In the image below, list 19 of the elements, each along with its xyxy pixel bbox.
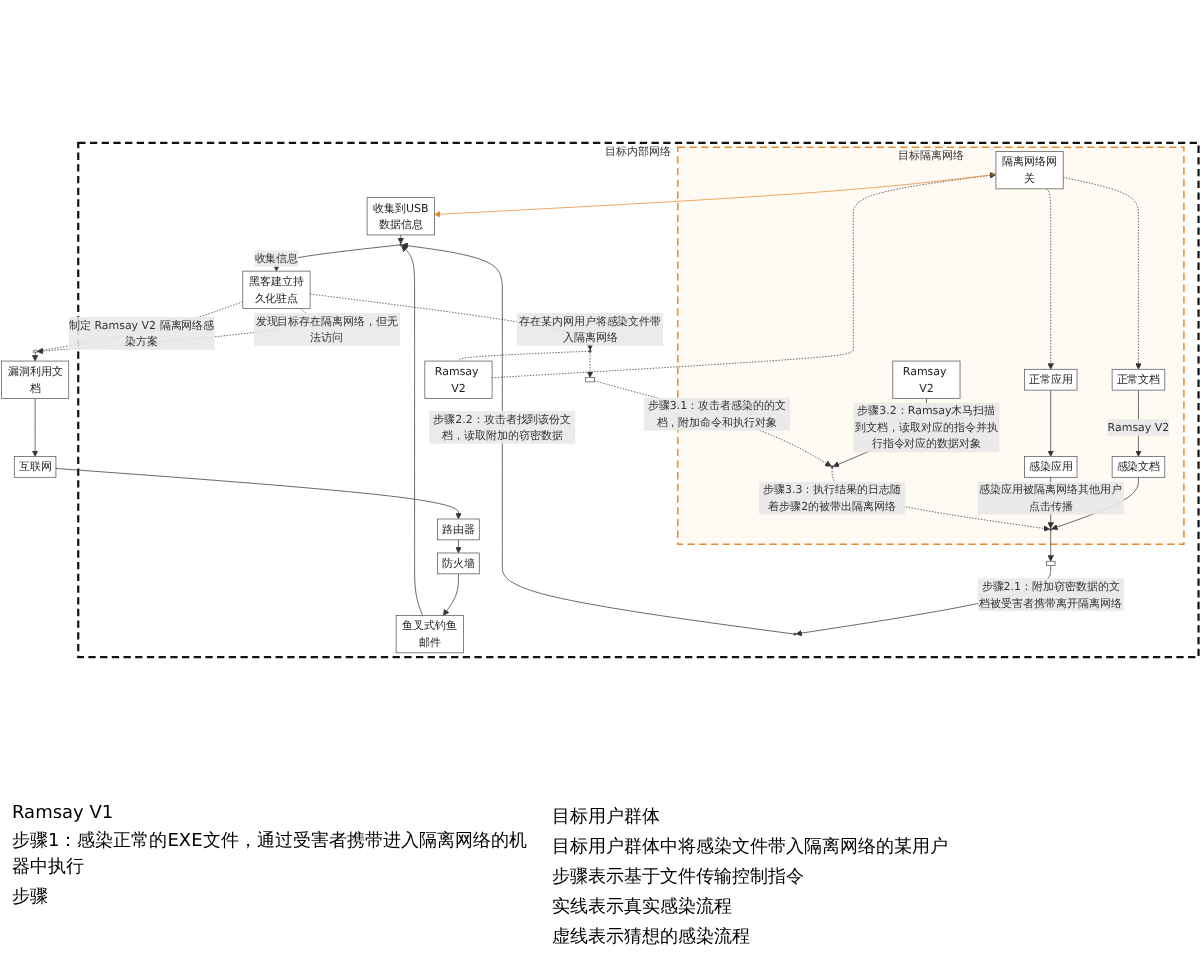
connector bbox=[458, 350, 590, 362]
legend-text: 目标用户群体 bbox=[552, 805, 660, 830]
node-person bbox=[399, 243, 403, 247]
node-person bbox=[793, 632, 797, 636]
node-person bbox=[1049, 527, 1053, 531]
node-box bbox=[585, 377, 595, 383]
note-text: 步骤1：感染正常的EXE文件，通过受害者携带进入隔离网络的机器中执行 bbox=[12, 829, 529, 880]
legend-text: 步骤表示基于文件传输控制指令 bbox=[552, 865, 804, 890]
note-text: 步骤 bbox=[12, 885, 50, 910]
legend-text: 目标用户群体中将感染文件带入隔离网络的某用户 bbox=[552, 835, 948, 860]
arrow bbox=[397, 234, 404, 244]
node-box bbox=[1045, 560, 1056, 566]
node-person bbox=[830, 465, 834, 469]
note-text: Ramsay V1 bbox=[12, 804, 116, 824]
legend-text: 实线表示真实感染流程 bbox=[552, 895, 732, 920]
legend-text: 虚线表示猜想的感染流程 bbox=[552, 925, 750, 950]
node-person bbox=[588, 349, 592, 353]
node-laptop bbox=[32, 349, 38, 353]
arrow bbox=[31, 352, 39, 362]
